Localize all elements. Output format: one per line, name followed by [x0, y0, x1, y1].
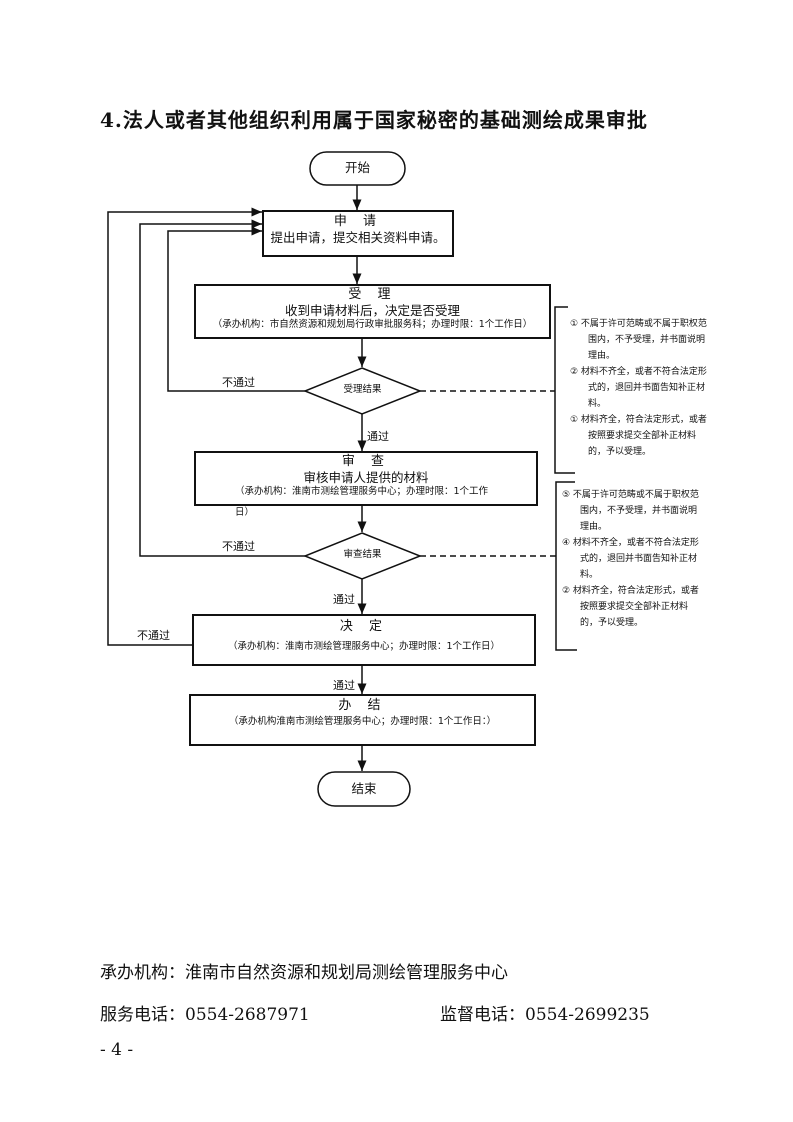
- page-number: - 4 -: [100, 1040, 134, 1060]
- review-notes: ⑤ 不属于许可范畴或不属于职权范围内，不予受理，并书面说明理由。 ④ 材料不齐全…: [562, 487, 702, 631]
- end-node: [317, 771, 411, 807]
- decide-note: （承办机构：淮南市测绘管理服务中心；办理时限：1个工作日）: [227, 641, 501, 653]
- accept-note-item: ① 不属于许可范畴或不属于职权范围内，不予受理，并书面说明理由。: [570, 319, 707, 361]
- review-note-item: ⑤ 不属于许可范畴或不属于职权范围内，不予受理，并书面说明理由。: [562, 490, 699, 532]
- accept-note-item: ② 材料不齐全，或者不符合法定形式的，退回并书面告知补正材料。: [570, 367, 707, 409]
- apply-text: 提出申请，提交相关资料申请。: [270, 230, 446, 246]
- start-label: 开始: [344, 160, 370, 175]
- apply-box: [262, 210, 454, 257]
- footer-service-phone: 服务电话：0554-2687971: [100, 1005, 310, 1025]
- finish-step: 办 结 （承办机构淮南市测绘管理服务中心；办理时限：1个工作日：）: [190, 698, 535, 728]
- accept-pass-label: 通过: [367, 430, 389, 443]
- review-note: （承办机构：淮南市测绘管理服务中心；办理时限：1个工作: [235, 485, 489, 497]
- accept-fail-label: 不通过: [222, 376, 255, 389]
- review-text: 审核申请人提供的材料: [303, 470, 429, 486]
- decide-fail-label: 不通过: [137, 629, 170, 642]
- accept-decision-label: 受理结果: [343, 384, 382, 395]
- footer-agency: 承办机构：淮南市自然资源和规划局测绘管理服务中心: [100, 963, 508, 983]
- accept-note-item: ① 材料齐全，符合法定形式，或者按照要求提交全部补正材料的，予以受理。: [570, 415, 707, 457]
- apply-step: 申 请 提出申请，提交相关资料申请。: [263, 214, 453, 246]
- review-decision-label: 审查结果: [343, 549, 382, 560]
- review-step: 审 查 审核申请人提供的材料 （承办机构：淮南市测绘管理服务中心；办理时限：1个…: [195, 454, 537, 498]
- end-label: 结束: [351, 781, 377, 796]
- footer-supervise-phone: 监督电话：0554-2699235: [440, 1005, 650, 1025]
- accept-step: 受 理 收到申请材料后，决定是否受理 （承办机构：市自然资源和规划局行政审批服务…: [195, 287, 550, 331]
- review-fail-label: 不通过: [222, 540, 255, 553]
- review-note-overflow: 日）: [235, 507, 255, 518]
- decide-pass-label: 通过: [333, 679, 355, 692]
- review-note-item: ④ 材料不齐全，或者不符合法定形式的，退回并书面告知补正材料。: [562, 538, 699, 580]
- finish-note: （承办机构淮南市测绘管理服务中心；办理时限：1个工作日：）: [228, 716, 497, 728]
- accept-box: [194, 284, 551, 339]
- review-heading: 审 查: [341, 454, 391, 469]
- decide-step: 决 定 （承办机构：淮南市测绘管理服务中心；办理时限：1个工作日）: [193, 619, 535, 653]
- accept-heading: 受 理: [348, 287, 397, 302]
- review-note-item: ② 材料齐全，符合法定形式，或者按照要求提交全部补正材料的，予以受理。: [562, 586, 699, 628]
- accept-note: （承办机构：市自然资源和规划局行政审批服务科；办理时限：1个工作日）: [212, 318, 533, 330]
- apply-heading: 申 请: [333, 214, 383, 229]
- finish-heading: 办 结: [338, 698, 387, 713]
- decide-heading: 决 定: [339, 619, 389, 634]
- review-pass-label: 通过: [333, 593, 355, 606]
- page-title: 4.法人或者其他组织利用属于国家秘密的基础测绘成果审批: [100, 108, 648, 132]
- decide-box: [192, 614, 536, 666]
- review-box: [194, 451, 538, 506]
- accept-notes: ① 不属于许可范畴或不属于职权范围内，不予受理，并书面说明理由。 ② 材料不齐全…: [570, 316, 710, 460]
- accept-text: 收到申请材料后，决定是否受理: [284, 303, 460, 319]
